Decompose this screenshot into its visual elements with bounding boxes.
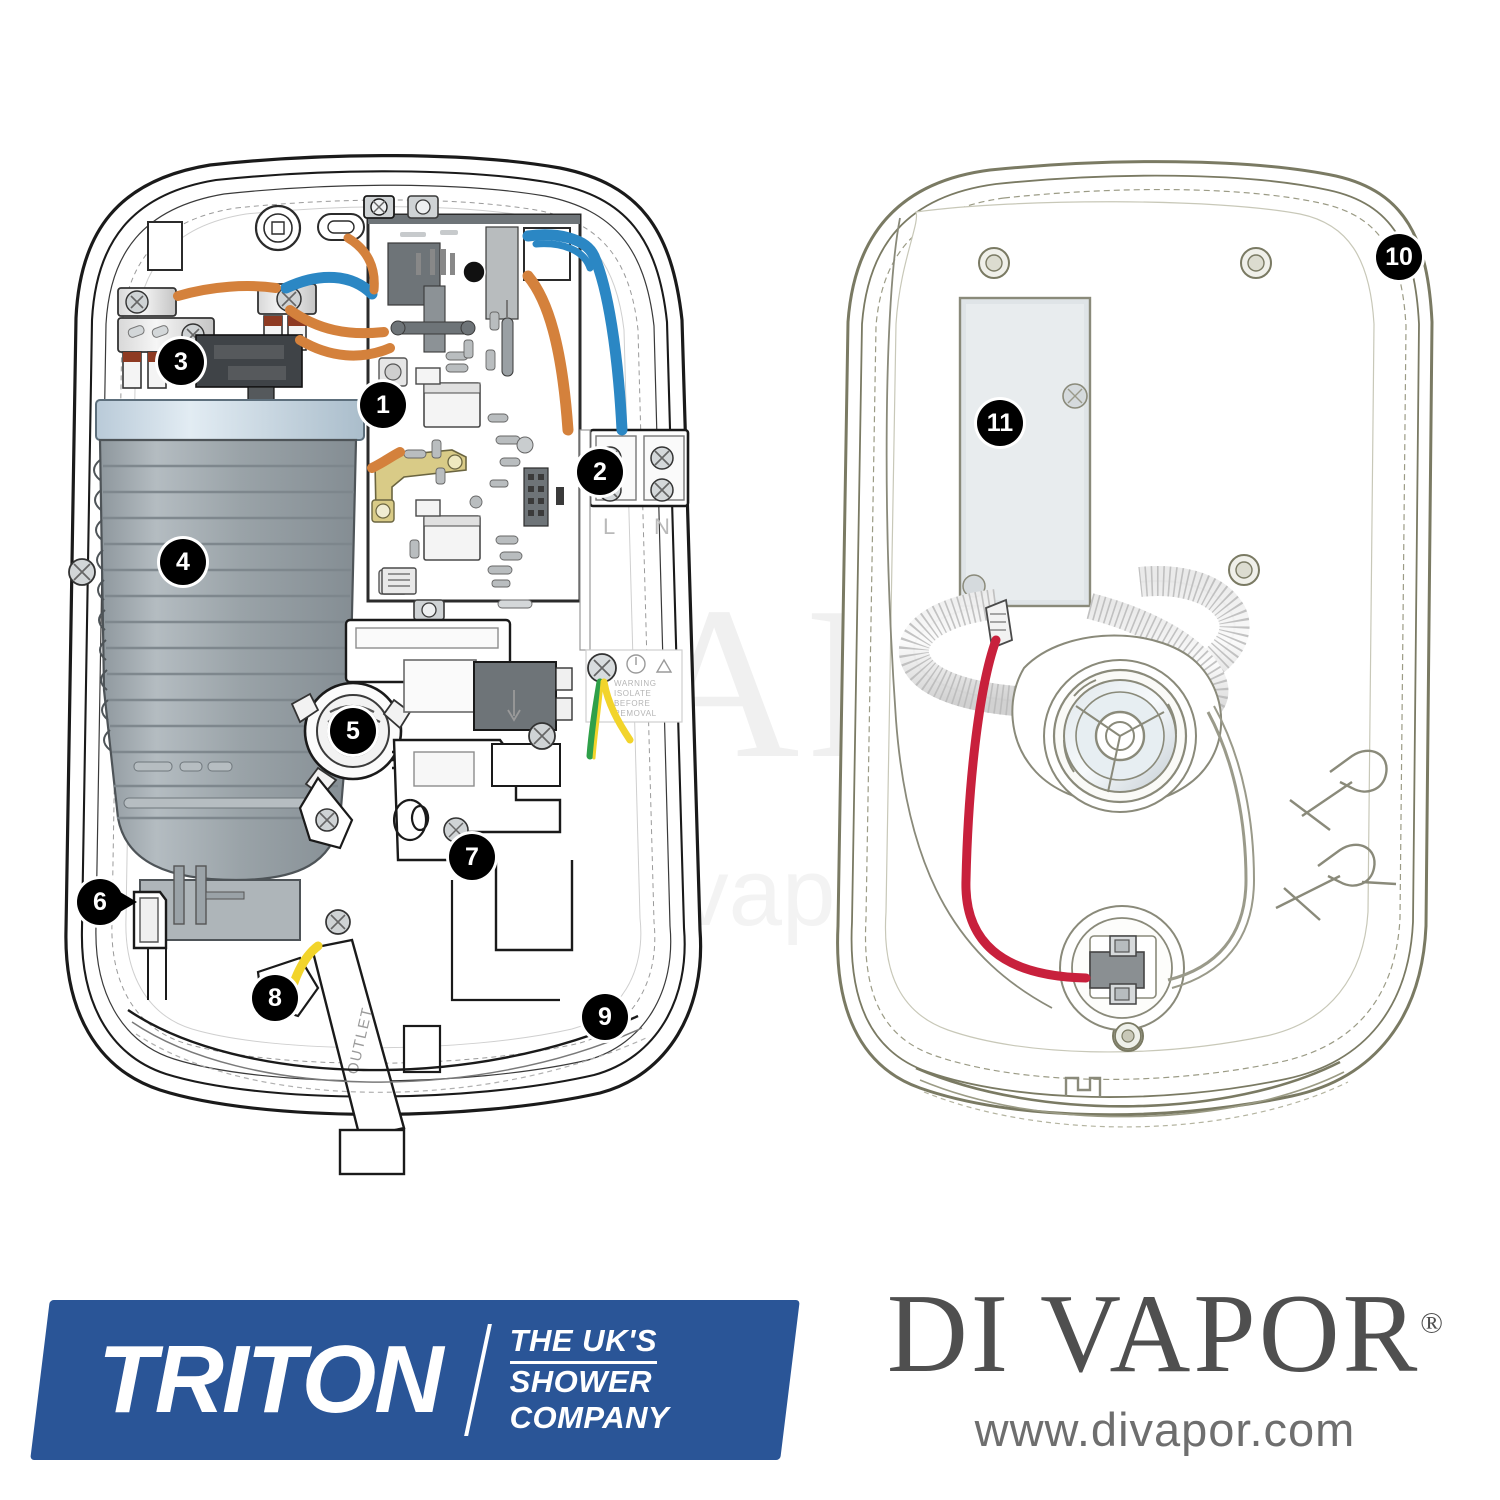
warning-line-2: ISOLATE (614, 689, 651, 698)
callout-7-flow-valve-assembly: 7 (449, 834, 495, 880)
wire-brown-cutout-1 (285, 305, 389, 339)
retaining-clip-hardware (1275, 749, 1397, 921)
callout-9-chassis-back-plate: 9 (582, 994, 628, 1040)
callout-10-front-cover-seal-gasket: 10 (1376, 234, 1422, 280)
terminal-live-label: L (603, 514, 615, 539)
wire-brown-spade (367, 447, 405, 473)
wire-blue-cutout (280, 271, 378, 300)
triton-tagline: THE UK'S SHOWER COMPANY (509, 1323, 670, 1437)
callout-4-heater-tank-canister: 4 (160, 539, 206, 585)
divapor-wordmark: DI VAPOR® (886, 1272, 1444, 1396)
callout-6-inlet-connection-clip: 6 (77, 879, 137, 925)
right-cover-view (836, 160, 1434, 1128)
start-button-terminal (1059, 905, 1185, 1050)
earth-wire-yellow (600, 678, 634, 744)
triton-tagline-line-1: THE UK'S (509, 1323, 657, 1364)
chassis-shell-line-3 (95, 184, 672, 1082)
thermal-cutout-assembly-graphic (117, 283, 317, 402)
divapor-url: www.divapor.com (974, 1403, 1356, 1456)
wire-brown-cutout-2 (295, 335, 395, 361)
wire-blue-main (522, 229, 628, 436)
chassis-shell-line-4 (111, 199, 656, 1064)
terminal-neutral-label: N (654, 514, 670, 539)
triton-wordmark: TRITON (98, 1325, 442, 1433)
wire-brown-main (522, 270, 574, 436)
triton-tagline-line-3: COMPANY (509, 1400, 670, 1436)
inlet-clip-graphic (132, 890, 168, 1000)
wire-brown-top (343, 233, 379, 295)
callout-3-thermal-cut-out-assembly: 3 (158, 339, 204, 385)
control-display-module-graphic (958, 296, 1092, 608)
cover-bottom-latch (1064, 1076, 1102, 1098)
diagram-stage: OUTLET (64, 153, 1434, 1176)
callout-11-control-display-module: 11 (977, 400, 1023, 446)
wire-brown-left (173, 281, 281, 301)
callout-8-outlet-elbow-connector: 8 (252, 975, 298, 1021)
red-supply-wire (961, 635, 1091, 983)
earth-wire-green (586, 678, 604, 760)
triton-divider (463, 1323, 492, 1436)
callout-5-pressure-switch-solenoid: 5 (330, 708, 376, 754)
warning-label-graphic: WARNING ISOLATE BEFORE REMOVAL (585, 649, 683, 723)
wire-blue-stub (532, 240, 594, 272)
warning-line-4: REMOVAL (614, 709, 657, 718)
earth-bond-cable (1167, 711, 1248, 982)
chassis-bottom-gasket (127, 1009, 639, 1072)
temperature-knob-mount (1011, 634, 1223, 813)
callout-1-pcb-control-board: 1 (360, 382, 406, 428)
cover-guide-line (885, 217, 1053, 1009)
chassis-shell-line-2 (80, 170, 686, 1098)
divapor-logo: DI VAPOR® www.divapor.com (845, 1278, 1485, 1453)
triton-tagline-line-2: SHOWER (509, 1363, 653, 1399)
triton-logo: TRITON THE UK'S SHOWER COMPANY (30, 1300, 800, 1460)
flow-valve-graphic (344, 618, 574, 1002)
callout-2-mains-terminal-block: 2 (577, 449, 623, 495)
footer-logos: TRITON THE UK'S SHOWER COMPANY DI VAPOR®… (0, 1230, 1500, 1500)
warning-line-3: BEFORE (614, 699, 651, 708)
left-chassis-view: OUTLET (64, 153, 703, 1176)
warning-line-1: WARNING (614, 679, 657, 688)
